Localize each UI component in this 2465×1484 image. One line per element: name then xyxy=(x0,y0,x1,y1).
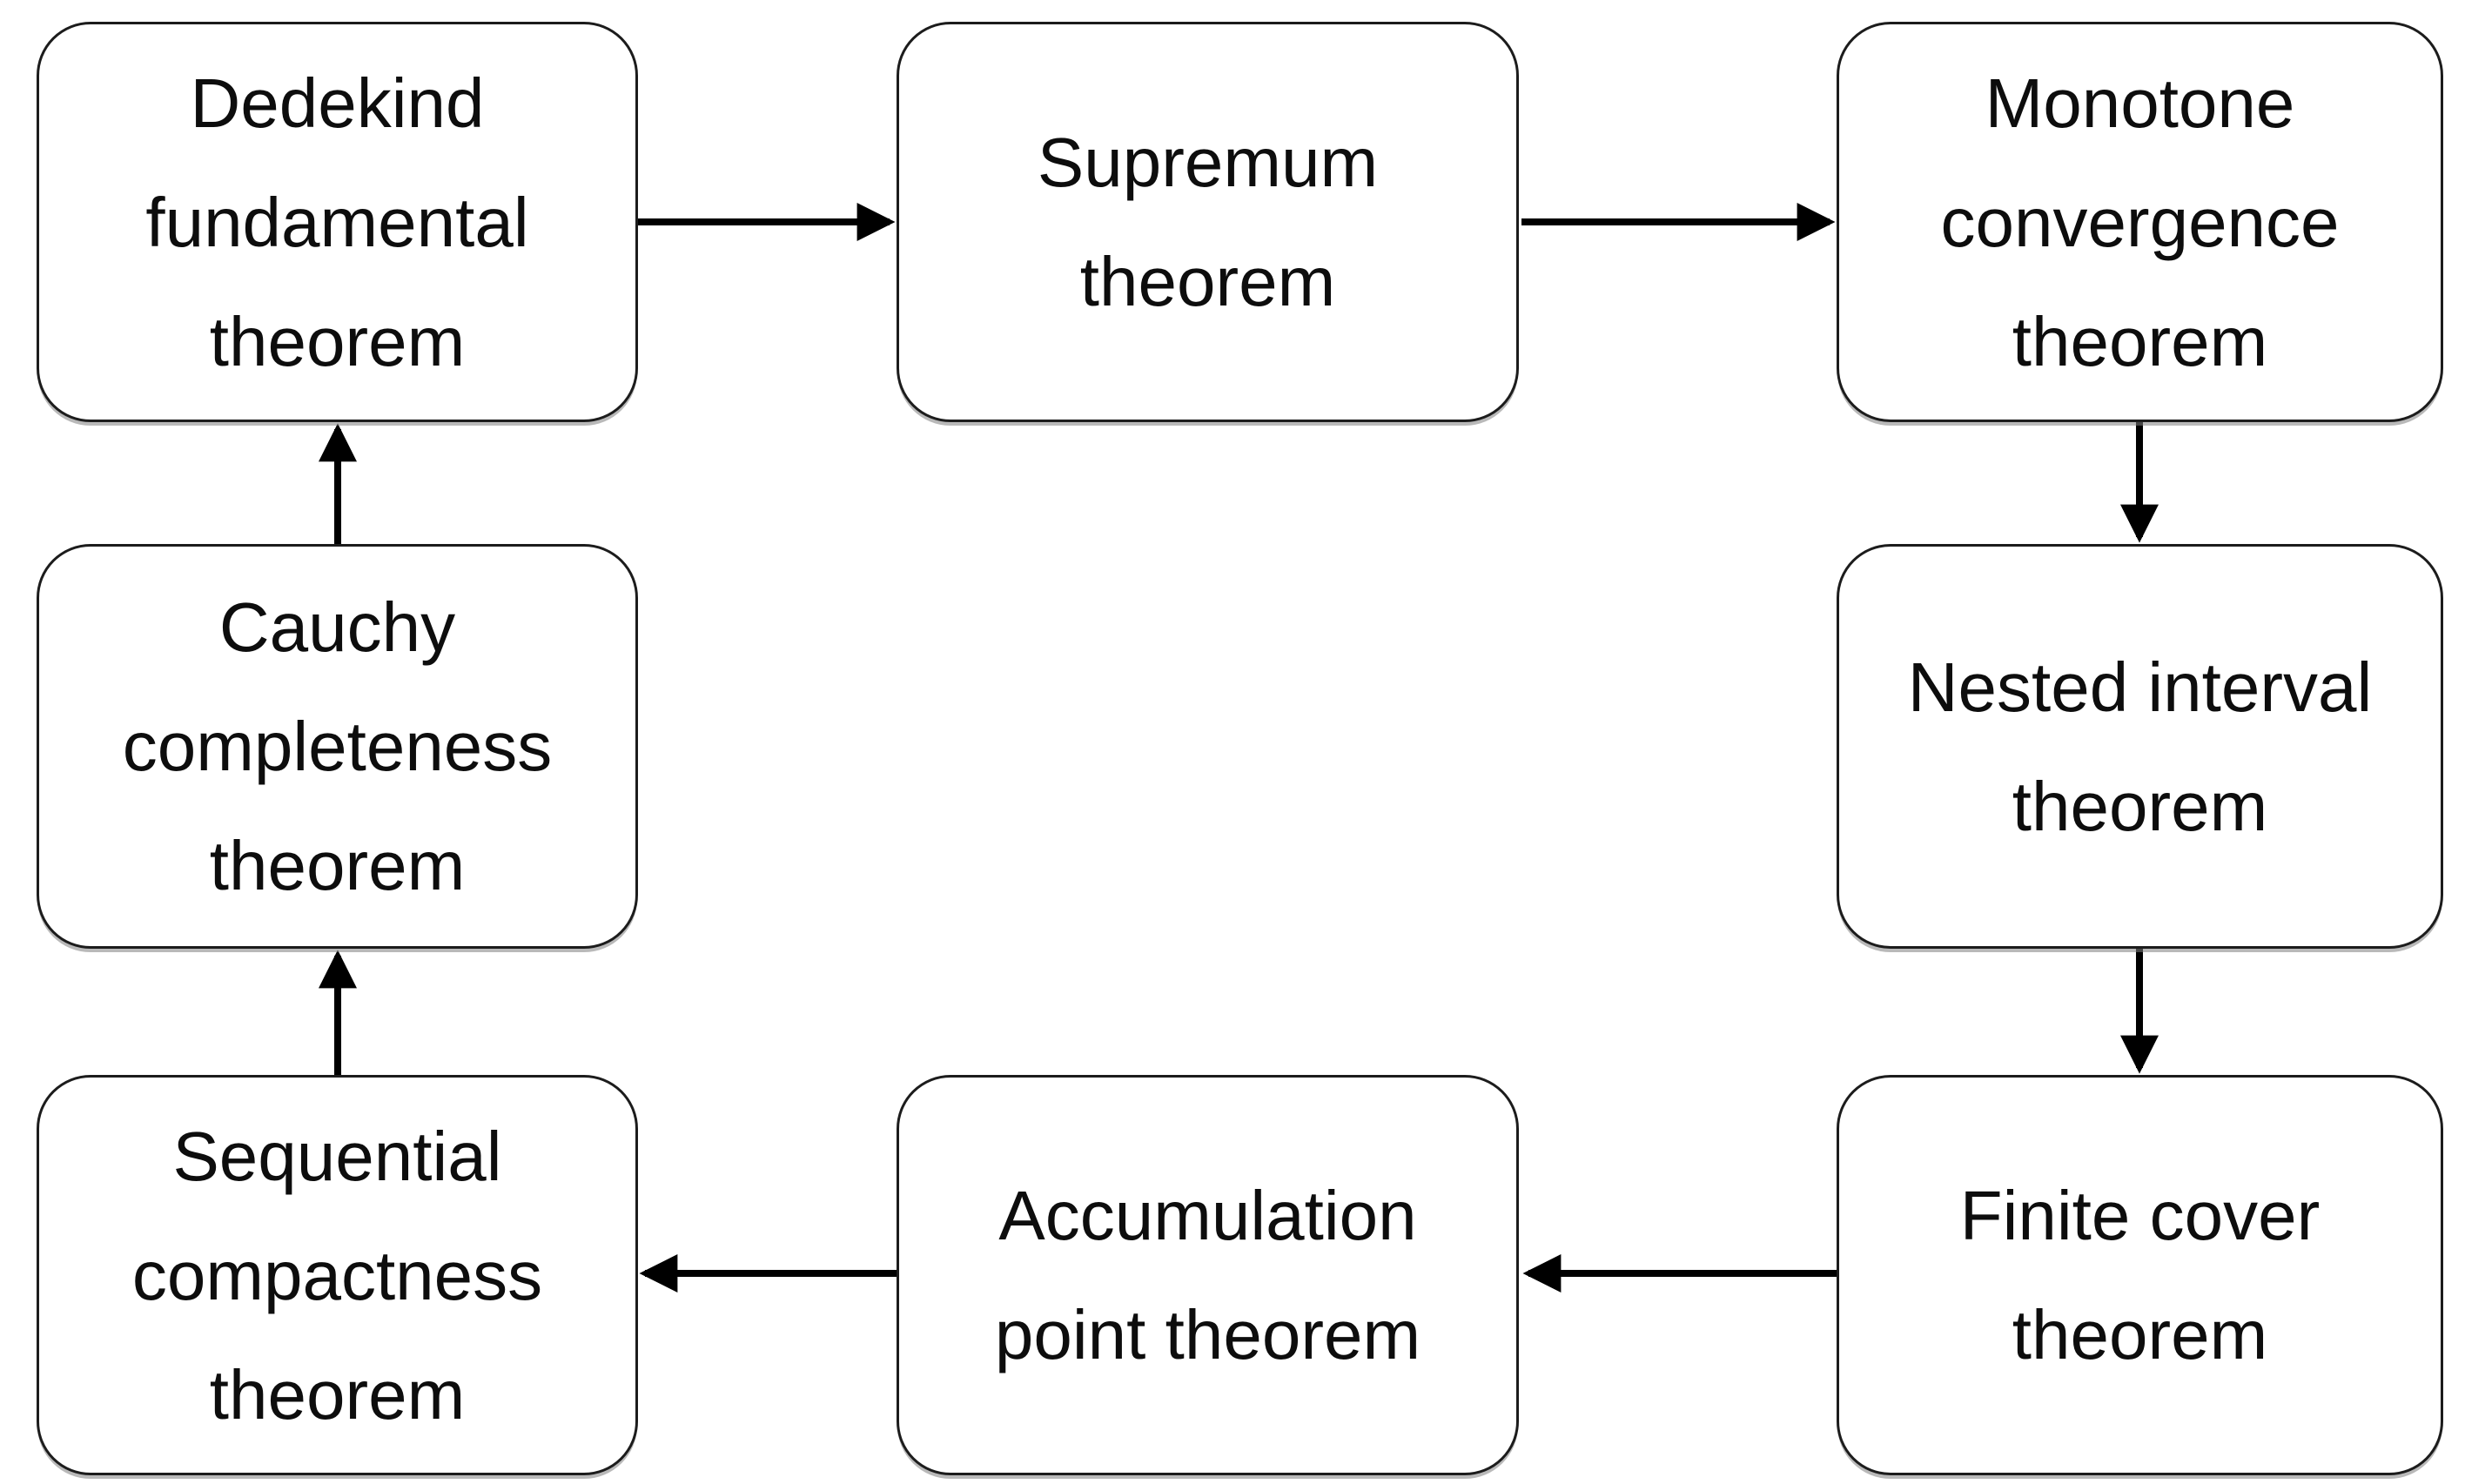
node-label: Monotone convergence theorem xyxy=(1940,64,2340,380)
node-finite-cover-theorem: Finite cover theorem xyxy=(1837,1075,2443,1475)
node-label: Supremum theorem xyxy=(1037,124,1379,320)
node-dedekind-fundamental-theorem: Dedekind fundamental theorem xyxy=(37,22,638,422)
node-monotone-convergence-theorem: Monotone convergence theorem xyxy=(1837,22,2443,422)
node-label: Finite cover theorem xyxy=(1959,1177,2321,1373)
node-accumulation-point-theorem: Accumulation point theorem xyxy=(897,1075,1519,1475)
node-label: Sequential compactness theorem xyxy=(131,1117,543,1434)
node-label: Accumulation point theorem xyxy=(994,1177,1421,1373)
node-cauchy-completeness-theorem: Cauchy completeness theorem xyxy=(37,544,638,949)
node-label: Dedekind fundamental theorem xyxy=(145,64,529,380)
node-supremum-theorem: Supremum theorem xyxy=(897,22,1519,422)
node-sequential-compactness-theorem: Sequential compactness theorem xyxy=(37,1075,638,1475)
node-label: Cauchy completeness theorem xyxy=(122,588,553,904)
node-label: Nested interval theorem xyxy=(1907,648,2373,845)
node-nested-interval-theorem: Nested interval theorem xyxy=(1837,544,2443,949)
